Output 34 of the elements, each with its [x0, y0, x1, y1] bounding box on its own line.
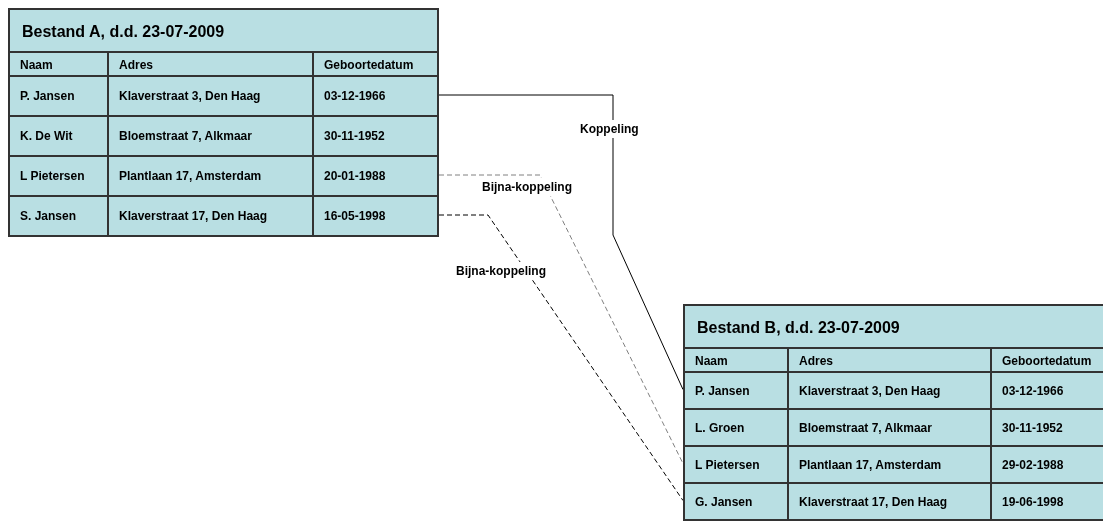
edge-label: Koppeling: [578, 120, 641, 138]
table-row: [685, 371, 1103, 408]
table-title: Bestand B, d.d. 23-07-2009: [697, 318, 900, 338]
table-cell-text: L Pietersen: [694, 456, 761, 474]
table-row: [685, 408, 1103, 445]
edge-label: Bijna-koppeling: [454, 262, 548, 280]
column-header: Naam: [694, 353, 729, 370]
table-cell: 19-06-1998: [990, 484, 1103, 519]
table: [683, 304, 1103, 521]
table: [8, 8, 439, 237]
table-cell: Klaverstraat 17, Den Haag: [107, 197, 312, 235]
table-cell-text: L. Groen: [694, 419, 746, 437]
connector-line: [438, 94, 684, 390]
connector-line: [438, 174, 684, 464]
table-row: [685, 445, 1103, 482]
table-row: [10, 195, 437, 235]
table-cell: Klaverstraat 17, Den Haag: [787, 484, 990, 519]
table-row: [10, 115, 437, 155]
table-cell-text: L Pietersen: [19, 168, 86, 185]
header-row: [10, 51, 437, 75]
header-row: [685, 347, 1103, 371]
table-cell-text: S. Jansen: [19, 208, 78, 225]
table-row: [685, 482, 1103, 519]
table-cell-text: P. Jansen: [694, 382, 751, 400]
table-title: Bestand A, d.d. 23-07-2009: [22, 22, 225, 42]
column-header: Naam: [19, 57, 54, 74]
table-cell: 16-05-1998: [312, 197, 437, 235]
table-cell-text: G. Jansen: [694, 493, 754, 511]
edge-label: Bijna-koppeling: [480, 178, 574, 196]
table-row: [10, 75, 437, 115]
table-row: [10, 155, 437, 195]
table-cell-text: K. De Wit: [19, 128, 74, 145]
table-cell-text: P. Jansen: [19, 88, 76, 105]
connector-line: [438, 214, 684, 501]
